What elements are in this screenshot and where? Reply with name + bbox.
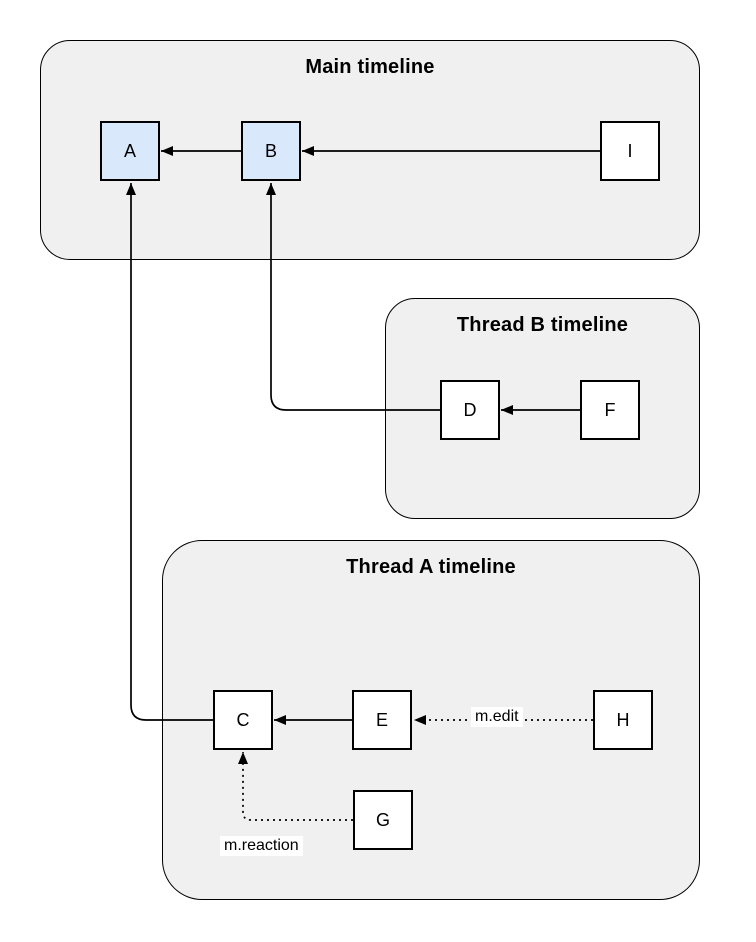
node-D: D (440, 380, 500, 440)
group-title-main-timeline: Main timeline (305, 56, 435, 78)
node-B: B (241, 121, 301, 181)
node-D-label: D (463, 399, 477, 420)
group-title-thread-b-timeline: Thread B timeline (456, 314, 629, 336)
node-I: I (600, 121, 660, 181)
node-G-label: G (375, 809, 390, 830)
node-H-label: H (616, 709, 630, 730)
edge-label-m-reaction: m.reaction (220, 836, 303, 856)
node-G: G (353, 790, 413, 850)
node-C: C (213, 690, 273, 750)
group-title-thread-a-timeline: Thread A timeline (346, 556, 516, 578)
node-A: A (100, 121, 160, 181)
node-H: H (593, 690, 653, 750)
node-F-label: F (604, 399, 616, 420)
edge-label-m-edit: m.edit (471, 707, 523, 727)
node-F: F (580, 380, 640, 440)
node-B-label: B (264, 140, 277, 161)
node-I-label: I (627, 140, 633, 161)
node-A-label: A (123, 140, 136, 161)
node-E: E (352, 690, 412, 750)
node-E-label: E (375, 709, 388, 730)
node-C-label: C (236, 709, 250, 730)
group-thread-b-timeline: Thread B timeline (385, 298, 700, 519)
